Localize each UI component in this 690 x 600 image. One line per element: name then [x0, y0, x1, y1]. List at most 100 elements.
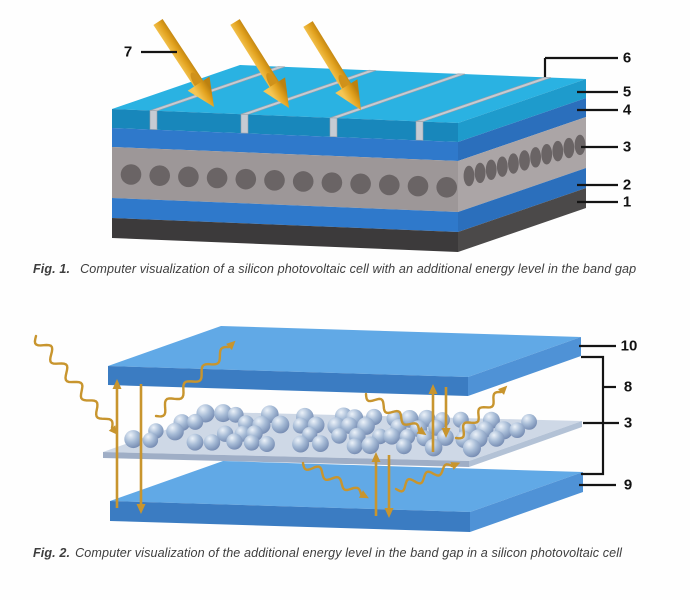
silicon-atom-sphere: [312, 435, 329, 452]
silicon-atom-sphere: [462, 439, 481, 458]
silicon-atom-sphere: [226, 433, 243, 450]
contact-finger-end: [329, 117, 338, 138]
silicon-atom-sphere: [142, 432, 159, 448]
fig2-caption: Fig. 2. Computer visualization of the add…: [33, 546, 663, 560]
quantum-dot-side: [552, 140, 564, 162]
fig2-bottom-electrode-top-face: [110, 461, 583, 512]
photon-wave-emitted-down-left-head: [359, 490, 369, 499]
sun-ray-shaft: [230, 19, 279, 88]
silicon-atom-sphere: [292, 435, 310, 453]
fig1-layer-base-front: [112, 198, 458, 232]
silicon-atom-sphere: [186, 433, 204, 451]
transition-arrow-down-head: [384, 508, 394, 518]
photon-wave-incoming-left: [33, 334, 114, 430]
transition-arrow-up-head: [428, 384, 438, 394]
sun-ray-shaft: [303, 21, 351, 90]
fig2-top-electrode-end-face: [468, 337, 581, 396]
sun-ray-shaft: [153, 19, 204, 87]
sun-ray-head: [263, 77, 289, 108]
photon-wave-outgoing-right-head: [498, 385, 508, 395]
fig1-callout-label-3: 3: [623, 139, 631, 156]
transition-arrow-down-head: [441, 428, 451, 438]
silicon-atom-sphere: [346, 438, 363, 455]
fig2-bottom-electrode-end-face: [470, 472, 583, 532]
contact-finger-end: [240, 113, 249, 134]
photon-wave-incoming-middle-head: [416, 426, 427, 436]
quantum-dot-side: [541, 144, 553, 165]
fig2-caption-number: Fig. 2.: [33, 546, 71, 560]
contact-finger-end: [415, 120, 424, 141]
fig2-callout-label-8: 8: [624, 379, 632, 396]
silicon-atom-sphere: [521, 414, 537, 430]
fig1-callout-label-1: 1: [623, 194, 631, 211]
photon-wave-outgoing-left: [154, 345, 231, 418]
quantum-dot: [149, 165, 170, 186]
silicon-atom-sphere: [361, 436, 380, 455]
quantum-dot: [436, 176, 458, 198]
fig1-layer-intermediate-band-front: [112, 147, 458, 212]
quantum-dot-side: [530, 147, 541, 168]
fig1-layer-antireflection-side: [458, 79, 586, 142]
quantum-dot-side: [485, 159, 497, 180]
silicon-atom-sphere: [396, 438, 412, 455]
fig1-callout-label-6: 6: [623, 50, 631, 67]
fig1-layer-back-contact-side: [458, 188, 586, 252]
fig2-caption-text: Computer visualization of the additional…: [75, 546, 623, 560]
quantum-dot: [321, 172, 343, 193]
fig1-layer-back-contact-front: [112, 218, 458, 252]
fig2-callout-label-9: 9: [624, 477, 632, 494]
photon-wave-incoming-left-head: [108, 425, 118, 435]
fig2-band-plane-front: [103, 452, 469, 467]
photon-wave-emitted-down-right-head: [450, 462, 461, 470]
fig1-caption: Fig. 1. Computer visualization of a silic…: [33, 262, 663, 276]
fig1-callout-label-4: 4: [623, 102, 632, 119]
silicon-atom-sphere: [124, 430, 143, 449]
quantum-dot-side: [519, 150, 530, 171]
silicon-atom-sphere: [509, 422, 525, 439]
fig2-bracket-8: [581, 355, 605, 476]
transition-arrow-up-head: [112, 379, 122, 389]
transition-arrow-down-head: [136, 504, 146, 514]
transition-arrow-up-head: [371, 452, 381, 462]
quantum-dot-side: [463, 165, 475, 187]
silicon-atom-sphere: [437, 429, 454, 446]
quantum-dot: [178, 166, 199, 188]
quantum-dot: [120, 164, 142, 185]
quantum-dot-side: [563, 137, 575, 159]
quantum-dot-side: [508, 153, 519, 174]
silicon-atom-sphere: [258, 436, 275, 452]
fig2-band-plane-end: [469, 421, 582, 467]
photon-wave-emitted-down-right: [394, 463, 454, 493]
quantum-dot: [206, 167, 228, 189]
fig1-callout-label-2: 2: [623, 177, 631, 194]
quantum-dot: [407, 175, 429, 197]
fig1-callout-label-7: 7: [124, 44, 132, 61]
fig1-caption-text: Computer visualization of a silicon phot…: [80, 262, 637, 276]
quantum-dot: [379, 174, 400, 196]
silicon-atom-sphere: [331, 428, 347, 444]
silicon-atom-sphere: [383, 428, 401, 445]
silicon-atom-sphere: [271, 415, 290, 434]
fig2-bottom-electrode-front-face: [110, 501, 470, 532]
quantum-dot-side: [496, 156, 508, 177]
fig1-callout-label-5: 5: [623, 84, 631, 101]
silicon-atom-sphere: [166, 422, 184, 441]
fig2-callout-label-10: 10: [621, 338, 638, 355]
silicon-atom-sphere: [214, 404, 233, 423]
contact-finger-end: [149, 110, 158, 130]
fig1-caption-number: Fig. 1.: [33, 262, 71, 276]
quantum-dot-side: [474, 162, 486, 184]
photon-wave-outgoing-left-head: [226, 340, 236, 351]
fig2-top-electrode-front-face: [108, 366, 468, 396]
fig2-top-electrode-top-face: [108, 326, 581, 377]
photon-wave-outgoing-right: [454, 390, 503, 440]
silicon-atom-sphere: [187, 413, 204, 430]
quantum-dot: [350, 173, 371, 195]
fig1-layer-antireflection-front: [112, 109, 458, 142]
quantum-dot: [292, 171, 314, 192]
silicon-atom-sphere: [243, 435, 260, 451]
photon-wave-emitted-down-left: [301, 461, 363, 496]
quantum-dot-side: [574, 134, 586, 156]
fig1-layer-emitter-side: [458, 98, 586, 161]
